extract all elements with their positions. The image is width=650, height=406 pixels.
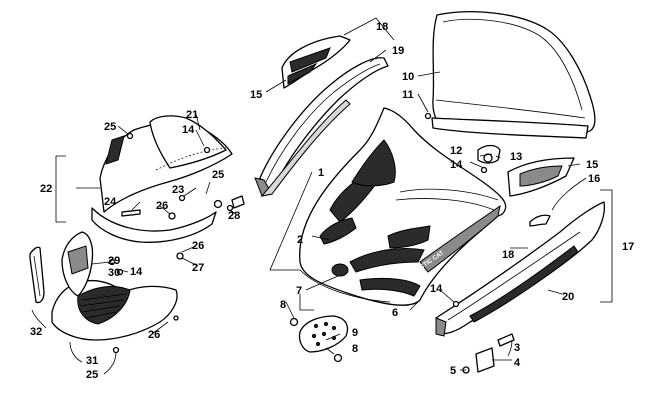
callout-29: 29: [108, 255, 120, 267]
upper-hood: ARCTIC CAT: [299, 107, 507, 306]
callout-25a: 25: [104, 121, 116, 133]
callout-8b: 8: [352, 343, 358, 355]
callout-24: 24: [104, 196, 117, 208]
front-bumper-upper: [91, 115, 233, 243]
bumper-plate: [298, 315, 349, 353]
callout-12: 12: [450, 145, 462, 157]
callout-14a: 14: [450, 159, 463, 171]
callout-19: 19: [392, 45, 404, 57]
callout-17: 17: [622, 241, 634, 253]
callout-26a: 26: [156, 200, 168, 212]
callout-8a: 8: [280, 299, 286, 311]
leader-lines: [31, 49, 587, 375]
callout-25c: 25: [86, 369, 98, 381]
windshield: [431, 11, 596, 139]
group-brackets: [55, 17, 613, 311]
callout-27: 27: [192, 262, 204, 274]
callout-21: 21: [186, 109, 198, 121]
windshield-brace: [254, 57, 389, 197]
side-panel: [435, 201, 606, 337]
brace-cover: [281, 35, 351, 89]
callout-6: 6: [392, 307, 398, 319]
callout-14d: 14: [430, 283, 443, 295]
callout-30: 30: [108, 267, 120, 279]
callout-2: 2: [297, 234, 303, 246]
fasteners: [108, 112, 515, 374]
lower-nose: [51, 231, 178, 341]
callout-28: 28: [228, 210, 240, 222]
callout-22: 22: [40, 183, 52, 195]
callout-31: 31: [86, 355, 98, 367]
callout-32: 32: [30, 326, 42, 338]
callout-18b: 18: [502, 249, 514, 261]
callout-18a: 18: [376, 21, 388, 33]
callout-15a: 15: [250, 89, 262, 101]
callout-25b: 25: [212, 169, 224, 181]
callout-14c: 14: [130, 266, 143, 278]
callout-5: 5: [450, 365, 456, 377]
callout-9: 9: [352, 327, 358, 339]
callout-23: 23: [172, 184, 184, 196]
callout-20: 20: [562, 291, 574, 303]
callout-16: 16: [588, 173, 600, 185]
callout-26b: 26: [192, 240, 204, 252]
callout-7: 7: [296, 285, 302, 297]
nose-side-strip: [29, 246, 45, 304]
callout-10: 10: [402, 71, 414, 83]
callout-3: 3: [514, 342, 520, 354]
callout-14b: 14: [182, 124, 195, 136]
callout-11: 11: [402, 89, 414, 101]
callout-labels: 1 2 3 4 5 6 7 8 8 9 10 11 12 13 14 14 14…: [30, 21, 634, 381]
callout-13: 13: [510, 151, 522, 163]
callout-26c: 26: [148, 329, 160, 341]
callout-4: 4: [514, 357, 521, 369]
callout-1: 1: [318, 167, 324, 179]
callout-15b: 15: [586, 159, 598, 171]
side-grille: [507, 157, 575, 197]
